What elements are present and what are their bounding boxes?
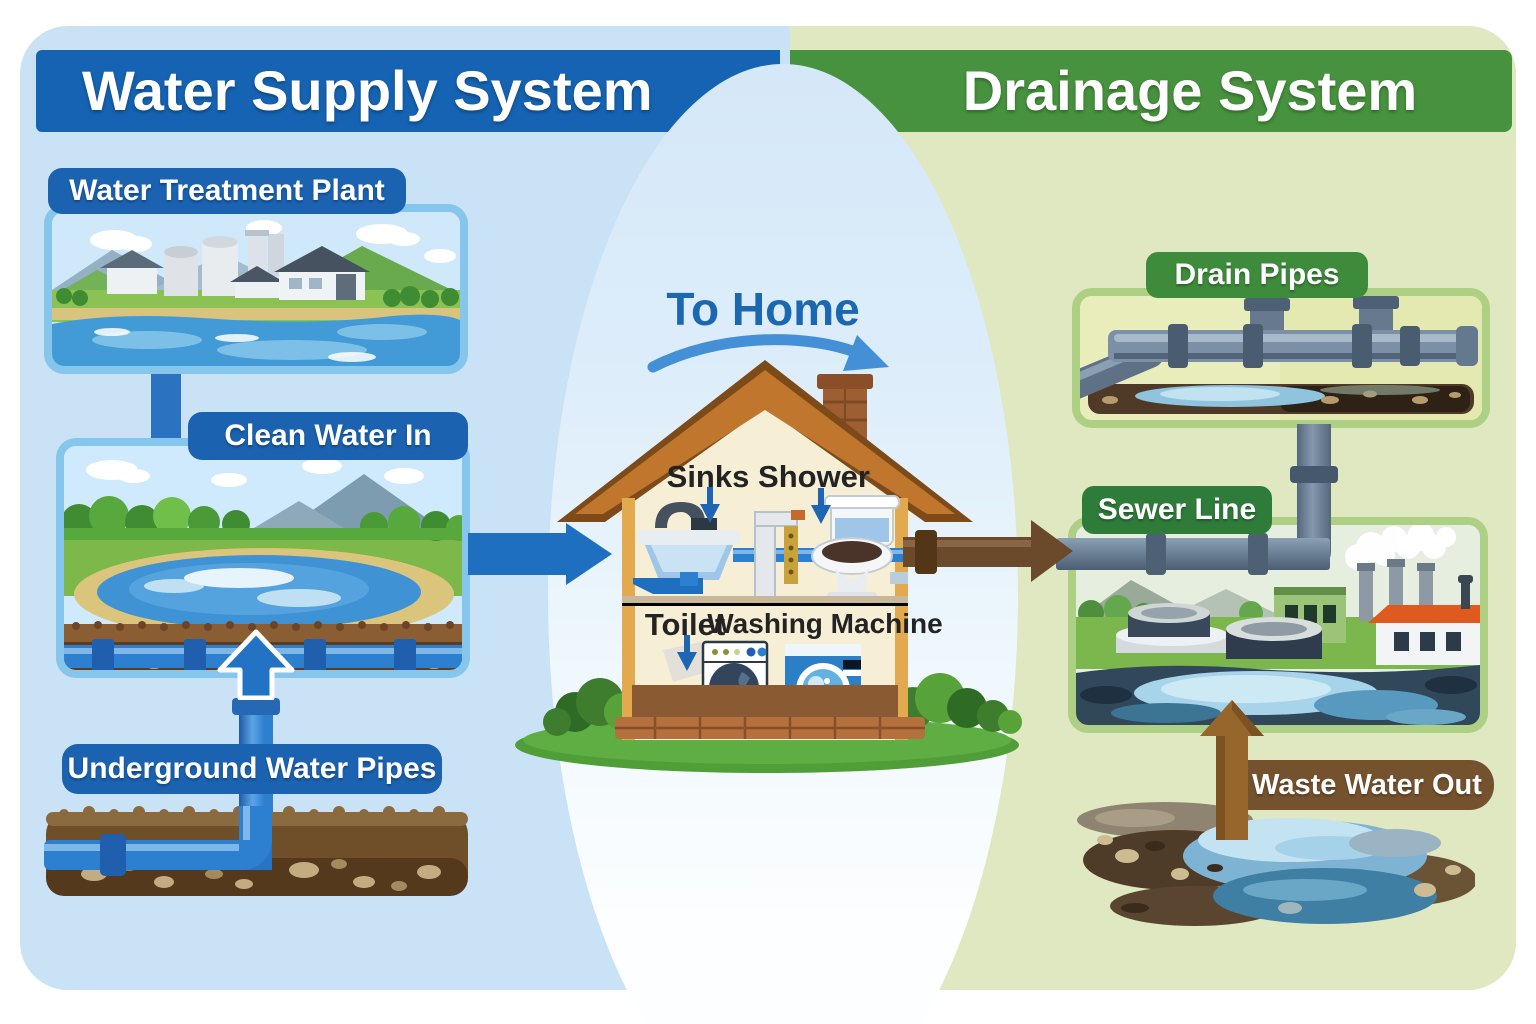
downpipe-coupling bbox=[1290, 466, 1338, 483]
toilet-pointer-arrow-icon bbox=[677, 635, 697, 671]
to-home-title: To Home bbox=[666, 283, 860, 335]
clean-water-pill: Clean Water In bbox=[188, 412, 468, 460]
underground-pipes-label: Underground Water Pipes bbox=[67, 752, 437, 785]
supply-title: Water Supply System bbox=[82, 59, 653, 122]
underground-soil-scene bbox=[44, 806, 468, 896]
treatment-plant-panel bbox=[44, 204, 468, 374]
waste-water-puddle bbox=[1077, 802, 1475, 926]
sewer-horizontal-pipe bbox=[1056, 538, 1330, 570]
plant-buildings bbox=[100, 230, 370, 300]
waste-pipe-arrow-icon bbox=[903, 520, 1073, 582]
sewer-line-pill: Sewer Line bbox=[1082, 486, 1272, 534]
drain-pipes-label: Drain Pipes bbox=[1174, 258, 1340, 291]
shower-label: Shower bbox=[758, 459, 870, 494]
drain-pipes-pill: Drain Pipes bbox=[1146, 252, 1368, 298]
sink bbox=[633, 502, 740, 594]
riser-pipe-coupling bbox=[232, 698, 280, 715]
sinks-pointer-arrow-icon bbox=[700, 487, 720, 523]
supply-header-bar: Water Supply System bbox=[36, 50, 780, 132]
underground-pipe-elbow bbox=[44, 806, 272, 876]
clean-water-label: Clean Water In bbox=[224, 419, 432, 452]
treatment-plant-label: Water Treatment Plant bbox=[69, 174, 385, 207]
clean-water-panel bbox=[56, 438, 470, 678]
tree-line bbox=[64, 496, 462, 541]
reservoir-scene bbox=[64, 446, 462, 670]
to-home-curved-arrow-icon bbox=[647, 334, 889, 373]
washing-machine-label: Washing Machine bbox=[707, 608, 943, 639]
shower-pipe bbox=[754, 510, 805, 601]
sewer-pipe-coupling bbox=[1248, 533, 1268, 575]
shower-pointer-arrow-icon bbox=[811, 488, 831, 524]
underground-pipes-pill: Underground Water Pipes bbox=[62, 744, 442, 794]
up-arrow-icon bbox=[217, 629, 295, 700]
house-cutaway bbox=[515, 360, 1022, 773]
waste-up-arrow-icon bbox=[1200, 700, 1264, 840]
sewer-treatment-scene bbox=[1076, 525, 1480, 725]
waste-water-label: Waste Water Out bbox=[1252, 769, 1482, 801]
sewer-pipe-coupling bbox=[1146, 533, 1166, 575]
toilet-fixture bbox=[811, 495, 908, 602]
drain-pipes-scene bbox=[1080, 296, 1482, 420]
waste-water-pill: Waste Water Out bbox=[1240, 760, 1494, 810]
right-arrow-icon bbox=[468, 523, 612, 585]
drainage-title: Drainage System bbox=[962, 59, 1418, 122]
treatment-plant-scene bbox=[52, 212, 460, 366]
sewer-line-label: Sewer Line bbox=[1097, 493, 1257, 526]
drain-pipes-panel bbox=[1072, 288, 1490, 428]
drainage-header-bar: Drainage System bbox=[790, 50, 1512, 132]
bush-right bbox=[892, 673, 1022, 734]
treatment-plant-pill: Water Treatment Plant bbox=[48, 168, 406, 214]
